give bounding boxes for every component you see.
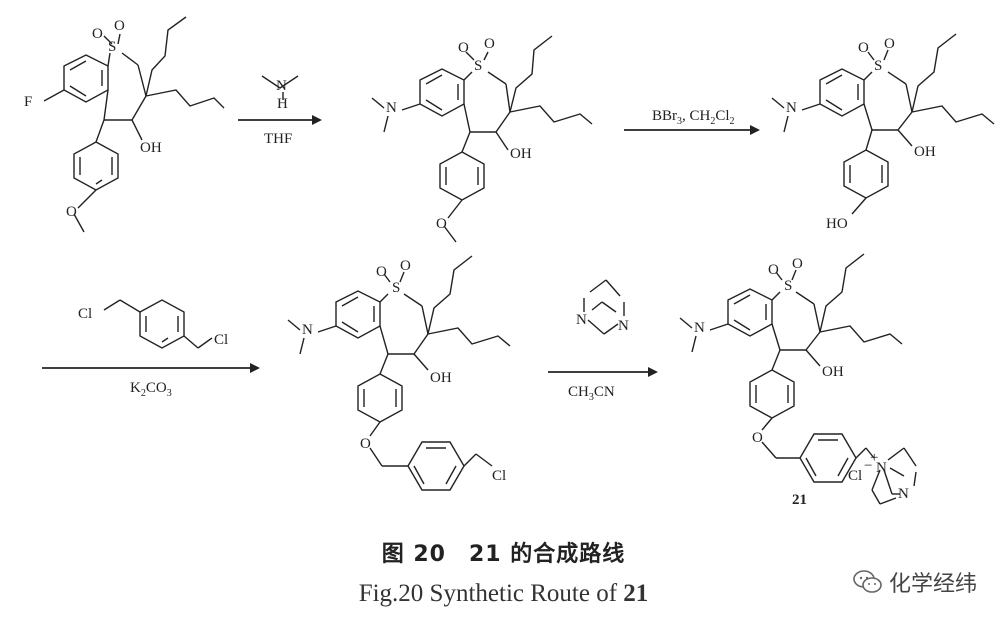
positive-charge: + — [870, 450, 878, 466]
watermark: 化学经纬 — [853, 566, 977, 598]
methoxy-oxygen-1: O — [66, 204, 77, 220]
oxygen-atom-4a: O — [376, 264, 387, 280]
wechat-icon — [853, 570, 882, 593]
compound-number-label: 21 — [792, 492, 807, 508]
sulfur-atom-2: S — [474, 58, 482, 74]
dabco-reagent — [583, 279, 625, 335]
dimethylamine-hydrogen: H — [277, 96, 288, 112]
oxygen-atom-3a: O — [858, 40, 869, 56]
watermark-text: 化学经纬 — [888, 572, 977, 597]
chlorine-atom-r2: Cl — [214, 332, 228, 348]
dimethylamine-nitrogen: N — [276, 78, 287, 94]
starting-material-fluoro — [43, 16, 225, 233]
sulfur-atom-5: S — [784, 278, 792, 294]
oxygen-atom-2a: O — [458, 40, 469, 56]
sulfur-atom-3: S — [874, 58, 882, 74]
intermediate-dimethylamino-methoxy — [371, 35, 593, 243]
intermediate-benzyl-chloride — [287, 255, 511, 491]
fluorine-atom: F — [24, 94, 32, 110]
ether-oxygen-4: O — [360, 436, 371, 452]
sulfur-atom-1: S — [108, 39, 116, 55]
product-21 — [679, 253, 917, 505]
oxygen-atom-3b: O — [884, 36, 895, 52]
oxygen-atom-2b: O — [484, 36, 495, 52]
ether-oxygen-5: O — [752, 430, 763, 446]
chlorine-atom-4: Cl — [492, 468, 506, 484]
oxygen-atom-1a: O — [92, 26, 103, 42]
sulfur-atom-4: S — [392, 280, 400, 296]
dabco-nitrogen-b: N — [618, 318, 629, 334]
intermediate-phenol — [771, 33, 995, 215]
step2-reagent: BBr3, CH2Cl2 — [652, 108, 735, 127]
oxygen-atom-4b: O — [400, 258, 411, 274]
cage-nitrogen: N — [898, 486, 909, 502]
oxygen-atom-5b: O — [792, 256, 803, 272]
hydroxyl-5: OH — [822, 364, 844, 380]
chloride-anion: Cl — [848, 468, 862, 484]
nitrogen-atom-2: N — [386, 100, 397, 116]
caption-english: Fig.20 Synthetic Route of 21 — [358, 580, 649, 607]
oxygen-atom-1b: O — [114, 18, 125, 34]
step4-solvent: CH3CN — [568, 384, 615, 403]
oxygen-atom-5a: O — [768, 262, 779, 278]
step3-base: K2CO3 — [130, 380, 172, 399]
synthetic-route-scheme: S O O F OH O — [24, 16, 995, 508]
caption-chinese: 图 20 21 的合成路线 — [381, 542, 626, 567]
nitrogen-atom-3: N — [786, 100, 797, 116]
dabco-nitrogen-a: N — [576, 312, 587, 328]
quaternary-nitrogen: N — [876, 460, 887, 476]
phenol-hydroxyl: HO — [826, 216, 848, 232]
dichloroxylene-reagent — [103, 299, 213, 349]
hydroxyl-4: OH — [430, 370, 452, 386]
hydroxyl-1: OH — [140, 140, 162, 156]
negative-charge: − — [864, 458, 872, 474]
nitrogen-atom-5: N — [694, 320, 705, 336]
chlorine-atom-r1: Cl — [78, 306, 92, 322]
step1-solvent: THF — [264, 131, 292, 147]
nitrogen-atom-4: N — [302, 322, 313, 338]
hydroxyl-2: OH — [510, 146, 532, 162]
methoxy-oxygen-2: O — [436, 216, 447, 232]
hydroxyl-3: OH — [914, 144, 936, 160]
